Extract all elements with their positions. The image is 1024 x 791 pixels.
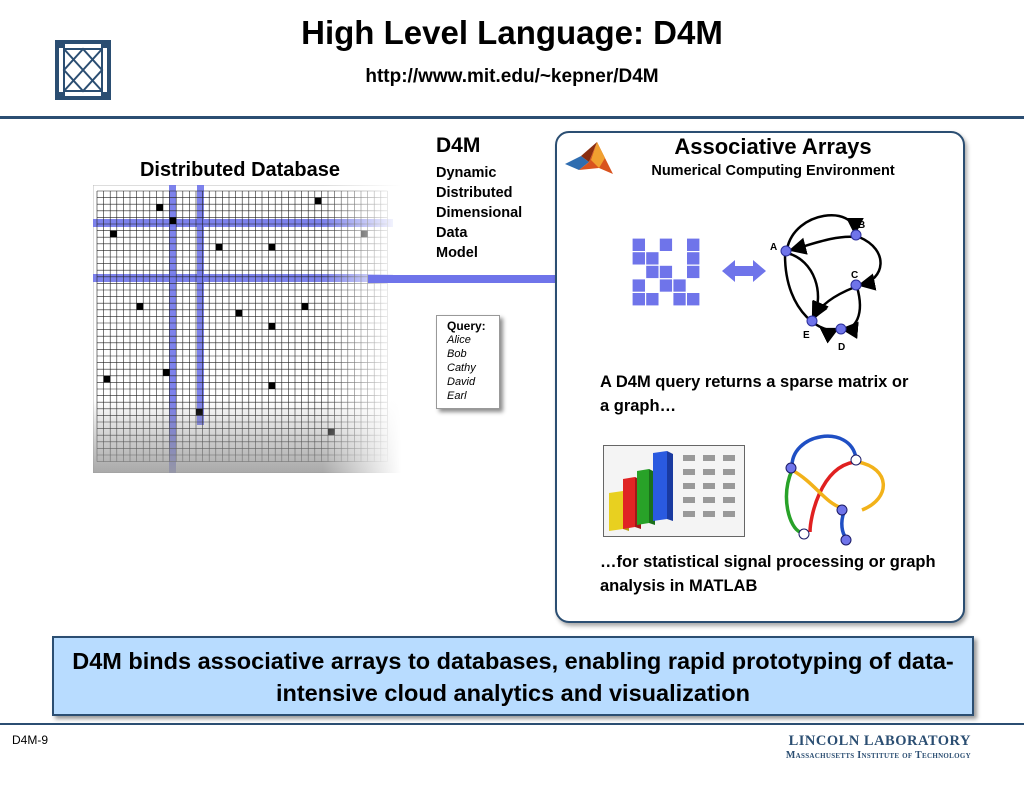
matlab-logo-icon [565, 142, 613, 174]
d4m-word: Distributed [436, 185, 513, 201]
slide-number: D4M-9 [12, 733, 49, 747]
graph-node-label: E [803, 330, 810, 341]
graph-node-label: C [851, 270, 858, 281]
associative-arrays-panel [555, 131, 965, 623]
d4m-word: Model [436, 245, 478, 261]
d4m-word: Dimensional [436, 205, 523, 221]
query-name: David [447, 376, 476, 388]
d4m-word: Dynamic [436, 165, 497, 181]
query-name: Alice [447, 334, 471, 346]
statistical-processing-caption: …for statistical signal processing or gr… [600, 553, 936, 595]
graph-node-label: B [858, 220, 865, 231]
sparse-matrix-caption: A D4M query returns a sparse matrix or a… [600, 373, 909, 415]
slide-url[interactable]: http://www.mit.edu/~kepner/D4M [365, 66, 659, 87]
mit-logo [55, 40, 111, 100]
query-title: Query: [447, 319, 486, 333]
summary-banner: D4M binds associative arrays to database… [52, 636, 974, 716]
bar-chart-thumbnail [603, 445, 745, 537]
database-grid [93, 185, 401, 473]
query-box: Query: Alice Bob Cathy David Earl [436, 315, 500, 409]
d4m-heading: D4M [436, 134, 481, 157]
distributed-database-label: Distributed Database [139, 159, 341, 181]
colored-graph-diagram [784, 434, 885, 546]
header-rule [0, 116, 1024, 119]
query-name: Bob [447, 348, 467, 360]
institution-name: Massachusetts Institute of Technology [785, 750, 971, 761]
slide-title: High Level Language: D4M [301, 14, 723, 51]
d4m-word: Data [436, 225, 468, 241]
associative-arrays-title: Associative Arrays [674, 134, 872, 159]
d4m-acronym: Dynamic Distributed Dimensional Data Mod… [436, 163, 522, 263]
query-name: Cathy [447, 362, 476, 374]
graph-diagram: A B C D E [770, 214, 882, 353]
query-name: Earl [447, 390, 467, 402]
lincoln-laboratory-logo: LINCOLN LABORATORY [788, 733, 971, 749]
double-arrow-icon [722, 260, 766, 282]
sparse-matrix [632, 238, 701, 307]
associative-arrays-subtitle: Numerical Computing Environment [651, 163, 895, 179]
graph-node-label: D [838, 342, 845, 353]
graph-node-label: A [770, 242, 777, 253]
footer-rule [0, 723, 1024, 725]
